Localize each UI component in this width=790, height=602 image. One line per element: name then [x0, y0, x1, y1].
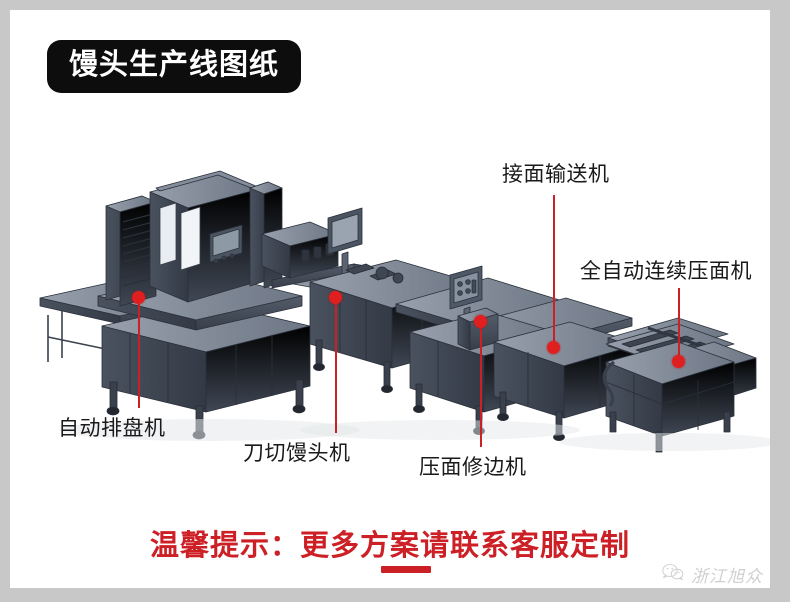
leader-line-trim: [480, 322, 482, 447]
promo-text: 温馨提示：更多方案请联系客服定制: [149, 530, 630, 562]
leader-line-tray: [138, 298, 140, 408]
leader-line-press: [678, 288, 680, 361]
callout-label-trim: 压面修边机: [419, 456, 527, 479]
red-dot-marker-cutter: [329, 291, 342, 304]
leader-line-cutter: [335, 298, 337, 433]
wechat-icon: [662, 563, 684, 586]
callout-label-conveyor: 接面输送机: [502, 163, 610, 186]
watermark-text: 浙江旭众: [691, 567, 763, 586]
callout-label-cutter: 刀切馒头机: [243, 442, 351, 465]
red-dot-marker-conveyor: [547, 341, 560, 354]
red-dot-marker-press: [672, 355, 685, 368]
watermark: 浙江旭众: [662, 562, 763, 587]
promo-underline: [381, 566, 431, 573]
wechat-icon-svg: [662, 563, 684, 581]
red-dot-marker-trim: [474, 315, 487, 328]
red-dot-marker-tray: [132, 291, 145, 304]
production-line-svg: [39, 170, 770, 453]
content-canvas: 馒头生产线图纸: [10, 10, 770, 588]
production-line-diagram: [10, 130, 770, 460]
callout-label-tray: 自动排盘机: [58, 417, 166, 440]
callout-label-press: 全自动连续压面机: [580, 260, 752, 283]
page-title: 馒头生产线图纸: [47, 40, 302, 94]
leader-line-conveyor: [553, 195, 555, 347]
